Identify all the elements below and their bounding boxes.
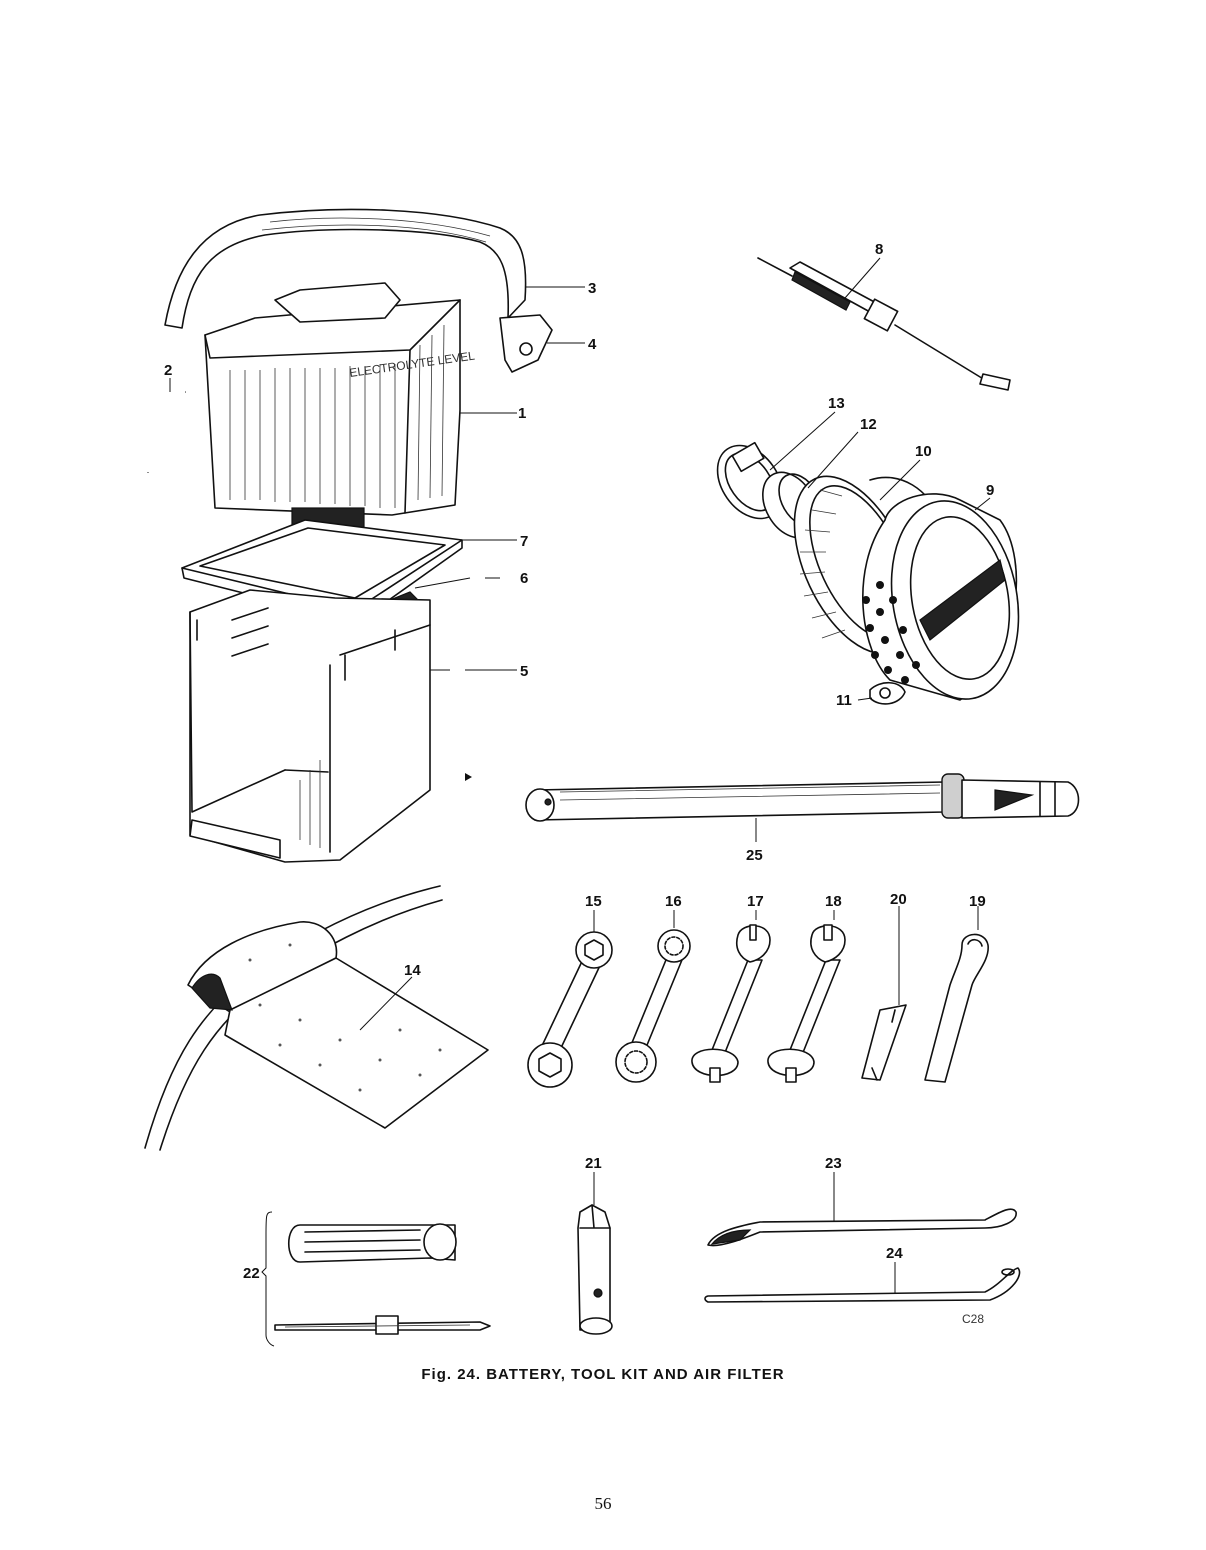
battery: ELECTROLYTE LEVEL (204, 282, 476, 529)
callout-20: 20 (890, 891, 907, 908)
callout-12: 12 (860, 416, 877, 433)
tyre-pump (525, 773, 1080, 822)
callout-1: 1 (518, 405, 526, 422)
strap-bracket (499, 314, 553, 373)
callout-19: 19 (969, 893, 986, 910)
plug-spanner (577, 1204, 613, 1335)
callout-8: 8 (875, 241, 883, 258)
hose-clip (716, 441, 784, 520)
callout-21: 21 (585, 1155, 602, 1172)
vent-tube (146, 390, 186, 473)
callout-6: 6 (520, 570, 528, 587)
open-spanner-18 (767, 924, 846, 1083)
callout-11: 11 (836, 692, 852, 709)
callout-7: 7 (520, 533, 528, 550)
tyre-lever-24 (704, 1267, 1021, 1303)
callout-16: 16 (665, 893, 682, 910)
ring-spanner-16 (615, 929, 691, 1083)
callout-15: 15 (585, 893, 602, 910)
hook-spanner-19 (924, 933, 989, 1083)
c-spanner-20 (861, 1004, 907, 1081)
arrow-mark (465, 773, 472, 781)
callout-5: 5 (520, 663, 528, 680)
callout-23: 23 (825, 1155, 842, 1172)
fuse-holder-lead (757, 257, 1011, 391)
retaining-clip (869, 681, 906, 705)
battery-carrier (189, 589, 431, 863)
screwdriver-handle (288, 1223, 457, 1263)
open-spanner-17 (691, 924, 771, 1083)
callout-18: 18 (825, 893, 842, 910)
box-spanner-15 (527, 931, 613, 1088)
screwdriver-blade (274, 1315, 491, 1335)
tool-roll (144, 885, 489, 1151)
drawing-reference: C28 (962, 1312, 984, 1326)
callout-14: 14 (404, 962, 421, 979)
callout-25: 25 (746, 847, 763, 864)
callout-10: 10 (915, 443, 932, 460)
callout-13: 13 (828, 395, 845, 412)
tyre-lever-23 (707, 1208, 1017, 1247)
leader-lines (169, 257, 991, 1294)
callout-bracket-22 (261, 1211, 275, 1347)
callout-2: 2 (164, 362, 172, 379)
callout-17: 17 (747, 893, 764, 910)
callout-labels: 1 2 3 4 5 6 7 8 9 10 11 12 13 14 15 16 1… (164, 241, 994, 1326)
callout-24: 24 (886, 1245, 903, 1262)
callout-9: 9 (986, 482, 994, 499)
filter-cover (862, 493, 1020, 701)
callout-4: 4 (588, 336, 597, 353)
callout-22: 22 (243, 1265, 260, 1282)
figure-caption: Fig. 24. BATTERY, TOOL KIT AND AIR FILTE… (421, 1366, 785, 1383)
callout-3: 3 (588, 280, 596, 297)
battery-strap (164, 208, 527, 329)
page-number: 56 (594, 1494, 612, 1513)
